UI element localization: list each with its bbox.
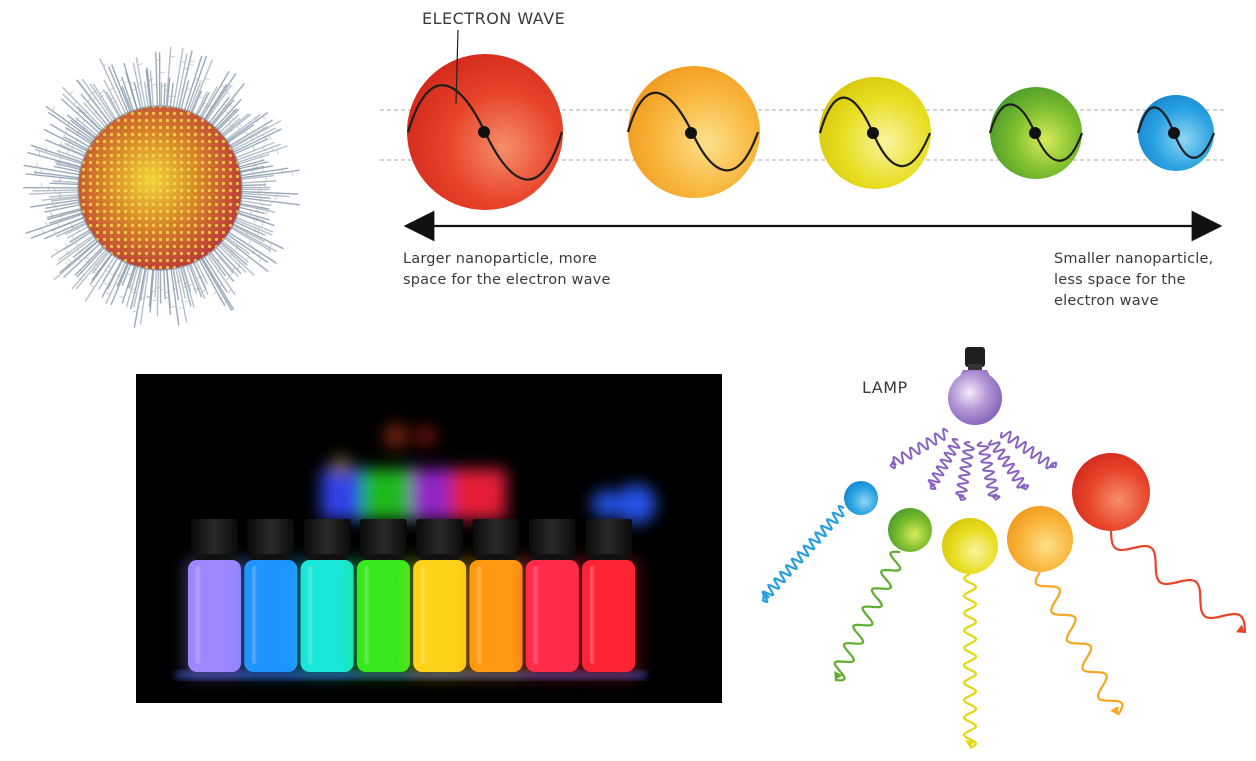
violet-wave: [999, 430, 1058, 470]
emitted-light-waves: [761, 453, 1247, 749]
particle-yellow: [818, 77, 932, 189]
glowing-vial: [578, 519, 640, 678]
smaller-caption-line: electron wave: [1054, 293, 1159, 309]
violet-wave: [987, 439, 1030, 491]
violet-wave: [889, 427, 949, 470]
wave-size-svg: [380, 29, 1225, 242]
emitting-particle: [833, 508, 932, 682]
emitting-particle: [1072, 453, 1247, 634]
lamp-emission-diagram: [740, 330, 1256, 761]
emitting-particle: [1007, 506, 1124, 716]
electron-wave-label: ELECTRON WAVE: [422, 9, 566, 28]
vial-row: [184, 519, 640, 678]
lamp-svg: [761, 347, 1247, 749]
glowing-vial: [409, 519, 471, 678]
vials-svg: [136, 374, 722, 703]
larger-caption-line: Larger nanoparticle, more: [403, 251, 597, 267]
nanocrystal-model-illustration: [10, 40, 300, 335]
emitting-particle: [942, 518, 998, 749]
larger-nanoparticle-caption: Larger nanoparticle, more space for the …: [403, 249, 611, 291]
lamp-bulb-icon: [948, 347, 1002, 425]
quantum-dot-vials-photo: [136, 374, 722, 703]
emitting-particle: [761, 481, 878, 604]
smaller-caption-line: less space for the: [1054, 272, 1186, 288]
particle-red: [406, 54, 564, 210]
violet-wave: [976, 441, 1001, 501]
smaller-nanoparticle-caption: Smaller nanoparticle, less space for the…: [1054, 249, 1213, 312]
glowing-vial: [184, 519, 245, 678]
smaller-caption-line: Smaller nanoparticle,: [1054, 251, 1214, 267]
glowing-vial: [521, 519, 583, 678]
larger-caption-line: space for the electron wave: [403, 272, 611, 288]
electron-wave-size-diagram: [380, 0, 1250, 320]
glowing-vial: [296, 519, 358, 678]
particle-green: [988, 87, 1084, 179]
nanocluster-model-icon: [23, 46, 300, 328]
glowing-vial: [465, 519, 527, 678]
ligand-shell: [23, 46, 300, 328]
particle-orange: [626, 66, 760, 198]
incoming-violet-light-waves: [889, 427, 1058, 501]
glowing-vial: [240, 519, 302, 678]
particle-blue: [1136, 95, 1216, 171]
lamp-label: LAMP: [862, 378, 908, 397]
violet-wave: [927, 437, 961, 491]
glowing-vial: [352, 519, 414, 678]
violet-wave: [955, 441, 975, 501]
